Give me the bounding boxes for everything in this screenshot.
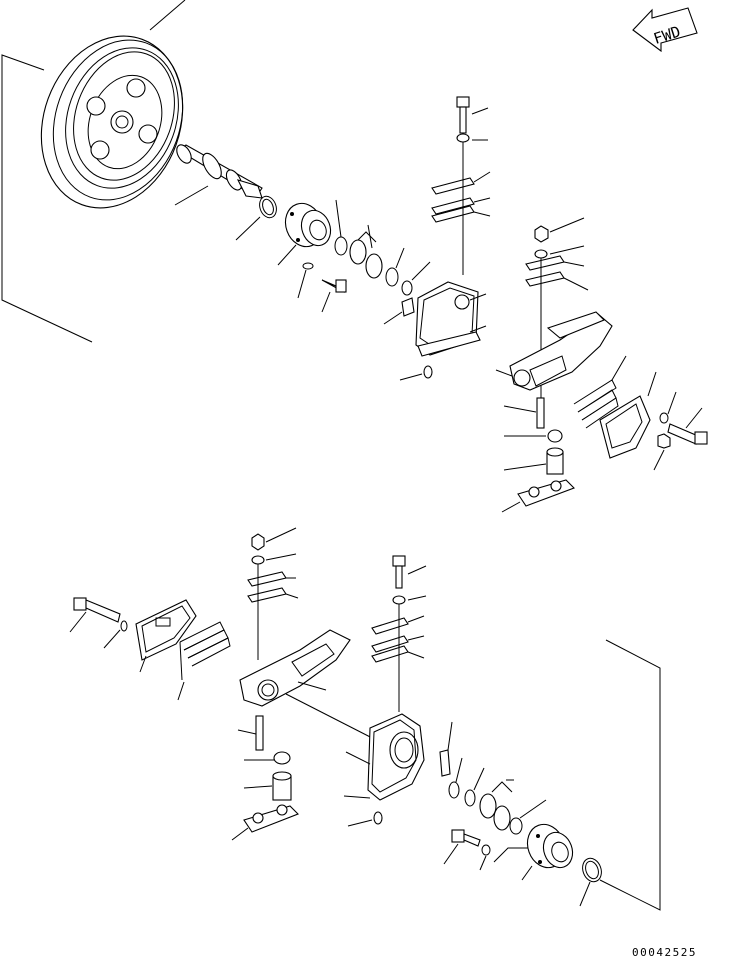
nut — [657, 433, 671, 449]
cap — [273, 751, 291, 765]
leader-line — [174, 185, 209, 206]
o-ring — [259, 195, 277, 219]
o-ring — [401, 280, 413, 296]
nut — [251, 533, 265, 551]
pin — [255, 715, 264, 751]
shim — [525, 255, 565, 271]
floating-seal — [479, 793, 497, 819]
washer — [120, 620, 128, 632]
yoke-arm — [239, 629, 351, 707]
floating-seal — [365, 253, 383, 279]
bolt — [667, 423, 708, 445]
pin — [423, 365, 433, 379]
washer — [251, 555, 265, 565]
cap — [547, 429, 563, 443]
bearing-housing — [526, 823, 574, 869]
washer — [392, 595, 406, 605]
o-ring — [509, 817, 523, 835]
pin — [373, 811, 383, 825]
stopper-block — [439, 749, 451, 777]
shim — [247, 571, 287, 587]
bolt — [73, 597, 121, 623]
wheel-frame-line — [599, 639, 661, 911]
idler-wheel — [40, 35, 184, 209]
seal-ring — [334, 236, 348, 256]
floating-seal — [493, 805, 511, 831]
pin — [536, 397, 545, 429]
shim-stack — [573, 379, 619, 429]
o-ring — [582, 857, 602, 883]
bolt — [456, 96, 470, 134]
stopper-block — [401, 297, 415, 317]
figure-number: 00042525 — [632, 946, 697, 959]
o-ring — [448, 781, 460, 799]
washer — [659, 412, 669, 424]
washer — [456, 133, 470, 143]
support-bracket — [415, 281, 481, 357]
mounting-plate — [517, 479, 575, 507]
mounting-plate — [243, 804, 299, 833]
wheel-frame-line — [1, 54, 93, 343]
idler-shaft — [176, 144, 263, 199]
washer — [302, 262, 314, 270]
shim — [431, 177, 475, 195]
guard-plate — [599, 395, 651, 459]
bolt — [451, 829, 481, 847]
shim — [525, 271, 565, 287]
guard-plate — [135, 599, 197, 661]
washer — [534, 249, 548, 259]
leader-line — [149, 0, 186, 31]
bolt — [392, 555, 406, 589]
fwd-direction-badge: FWD — [632, 7, 698, 53]
o-ring — [385, 267, 399, 287]
shim-stack — [179, 621, 231, 681]
washer — [481, 844, 491, 856]
shim — [247, 587, 287, 603]
floating-seal — [349, 239, 367, 265]
o-ring — [464, 789, 476, 807]
bearing-housing — [284, 202, 332, 248]
support-bracket — [367, 713, 425, 801]
bolt — [321, 279, 347, 293]
nut — [534, 225, 549, 243]
shim — [371, 617, 409, 635]
yoke-arm — [509, 311, 613, 391]
